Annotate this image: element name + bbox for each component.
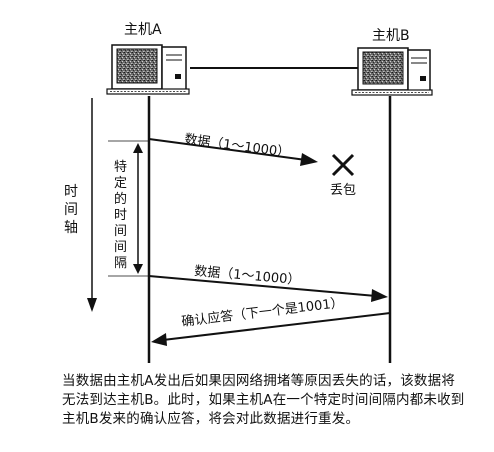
- svg-text:间: 间: [114, 224, 127, 239]
- packet-lost-x-icon: [331, 153, 355, 177]
- packet-lost-label: 丢包: [330, 183, 356, 198]
- ack-label: 确认应答（下一个是1001）: [181, 295, 345, 330]
- interval-label: 特 定 的 时 间 间 隔: [114, 160, 127, 271]
- svg-text:轴: 轴: [64, 220, 78, 236]
- host-a-computer-icon: [106, 44, 190, 95]
- time-axis-label: 时 间 轴: [64, 184, 78, 236]
- host-b-label: 主机B: [372, 28, 410, 44]
- svg-text:间: 间: [64, 202, 78, 218]
- svg-text:间: 间: [114, 240, 127, 255]
- svg-text:定: 定: [114, 176, 127, 191]
- svg-text:时: 时: [64, 184, 78, 200]
- svg-text:时: 时: [114, 208, 127, 223]
- first-data-arrow: [148, 138, 318, 166]
- svg-text:特: 特: [114, 160, 127, 175]
- caption-text: 当数据由主机A发出后如果因网络拥堵等原因丢失的话，该数据将无法到达主机B。此时，…: [62, 373, 465, 427]
- svg-text:的: 的: [114, 191, 127, 207]
- host-a-label: 主机A: [124, 22, 162, 38]
- first-data-label: 数据（1～1000）: [183, 132, 290, 161]
- host-b-computer-icon: [351, 47, 433, 96]
- svg-text:隔: 隔: [114, 256, 127, 271]
- time-axis-arrow: [87, 98, 97, 312]
- ack-arrow: [151, 312, 391, 346]
- retransmit-data-arrow: [148, 275, 388, 302]
- interval-bracket: [108, 140, 149, 277]
